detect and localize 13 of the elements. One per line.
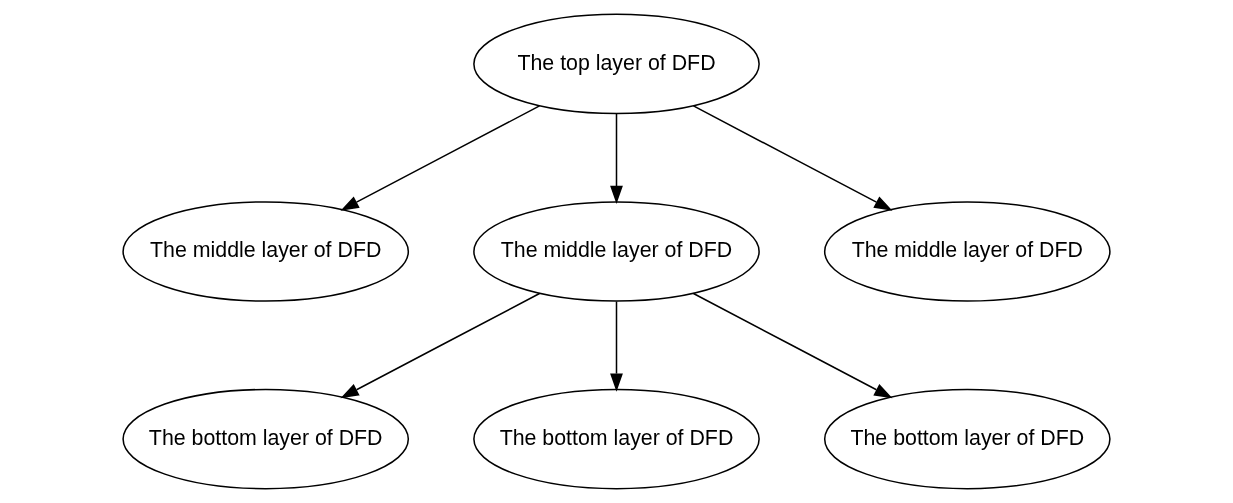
node-ellipse: The bottom layer of DFD (122, 388, 410, 490)
arrow (692, 105, 893, 211)
arrow (340, 292, 541, 399)
node-ellipse: The top layer of DFD (473, 13, 760, 115)
arrow (692, 292, 893, 399)
arrow (610, 300, 623, 392)
arrow (610, 113, 623, 205)
arrow (340, 105, 541, 211)
node-ellipse: The middle layer of DFD (122, 201, 410, 302)
node-ellipse: The bottom layer of DFD (473, 388, 760, 490)
node-ellipse: The bottom layer of DFD (823, 388, 1111, 490)
node-ellipse: The middle layer of DFD (473, 201, 760, 302)
node-ellipse: The middle layer of DFD (823, 201, 1111, 302)
